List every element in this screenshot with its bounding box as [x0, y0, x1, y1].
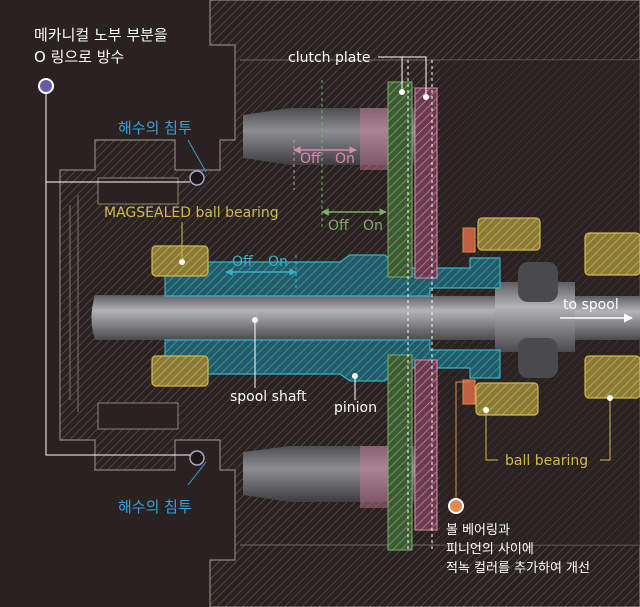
off-label-1: Off: [300, 151, 321, 167]
clutch-plate-label: clutch plate: [288, 50, 370, 66]
on-label-2: On: [363, 218, 383, 234]
to-spool-label: to spool: [563, 297, 619, 313]
o-ring-label-line2: O 링으로 방수: [34, 48, 124, 66]
spool-shaft-label: spool shaft: [230, 389, 307, 405]
collar-label-line2: 피니언의 사이에: [446, 542, 534, 557]
off-label-2: Off: [328, 218, 349, 234]
seawater-label-top: 해수의 침투: [118, 119, 192, 137]
on-label-1: On: [335, 151, 355, 167]
magsealed-label: MAGSEALED ball bearing: [104, 205, 279, 221]
bearings: [151, 217, 640, 416]
o-ring-seals: [189, 170, 205, 466]
seawater-label-bottom: 해수의 침투: [118, 498, 192, 516]
o-ring-label-line1: 메카니컬 노부 부분을: [34, 26, 168, 44]
pinion-gear: [164, 254, 501, 382]
callout-dots: [38, 78, 613, 514]
pinion-label: pinion: [334, 400, 377, 416]
off-on-indicators: [225, 80, 387, 290]
collar-label-line3: 적녹 컬러를 추가하여 개선: [446, 561, 590, 576]
clutch-plates: [360, 60, 438, 551]
ball-bearing-label: ball bearing: [505, 453, 588, 469]
on-label-3: On: [268, 254, 288, 270]
off-label-3: Off: [232, 254, 253, 270]
leader-lines: [45, 56, 611, 500]
drum-cylinders: [243, 108, 420, 502]
collar-label-line1: 볼 베어링과: [446, 523, 510, 538]
